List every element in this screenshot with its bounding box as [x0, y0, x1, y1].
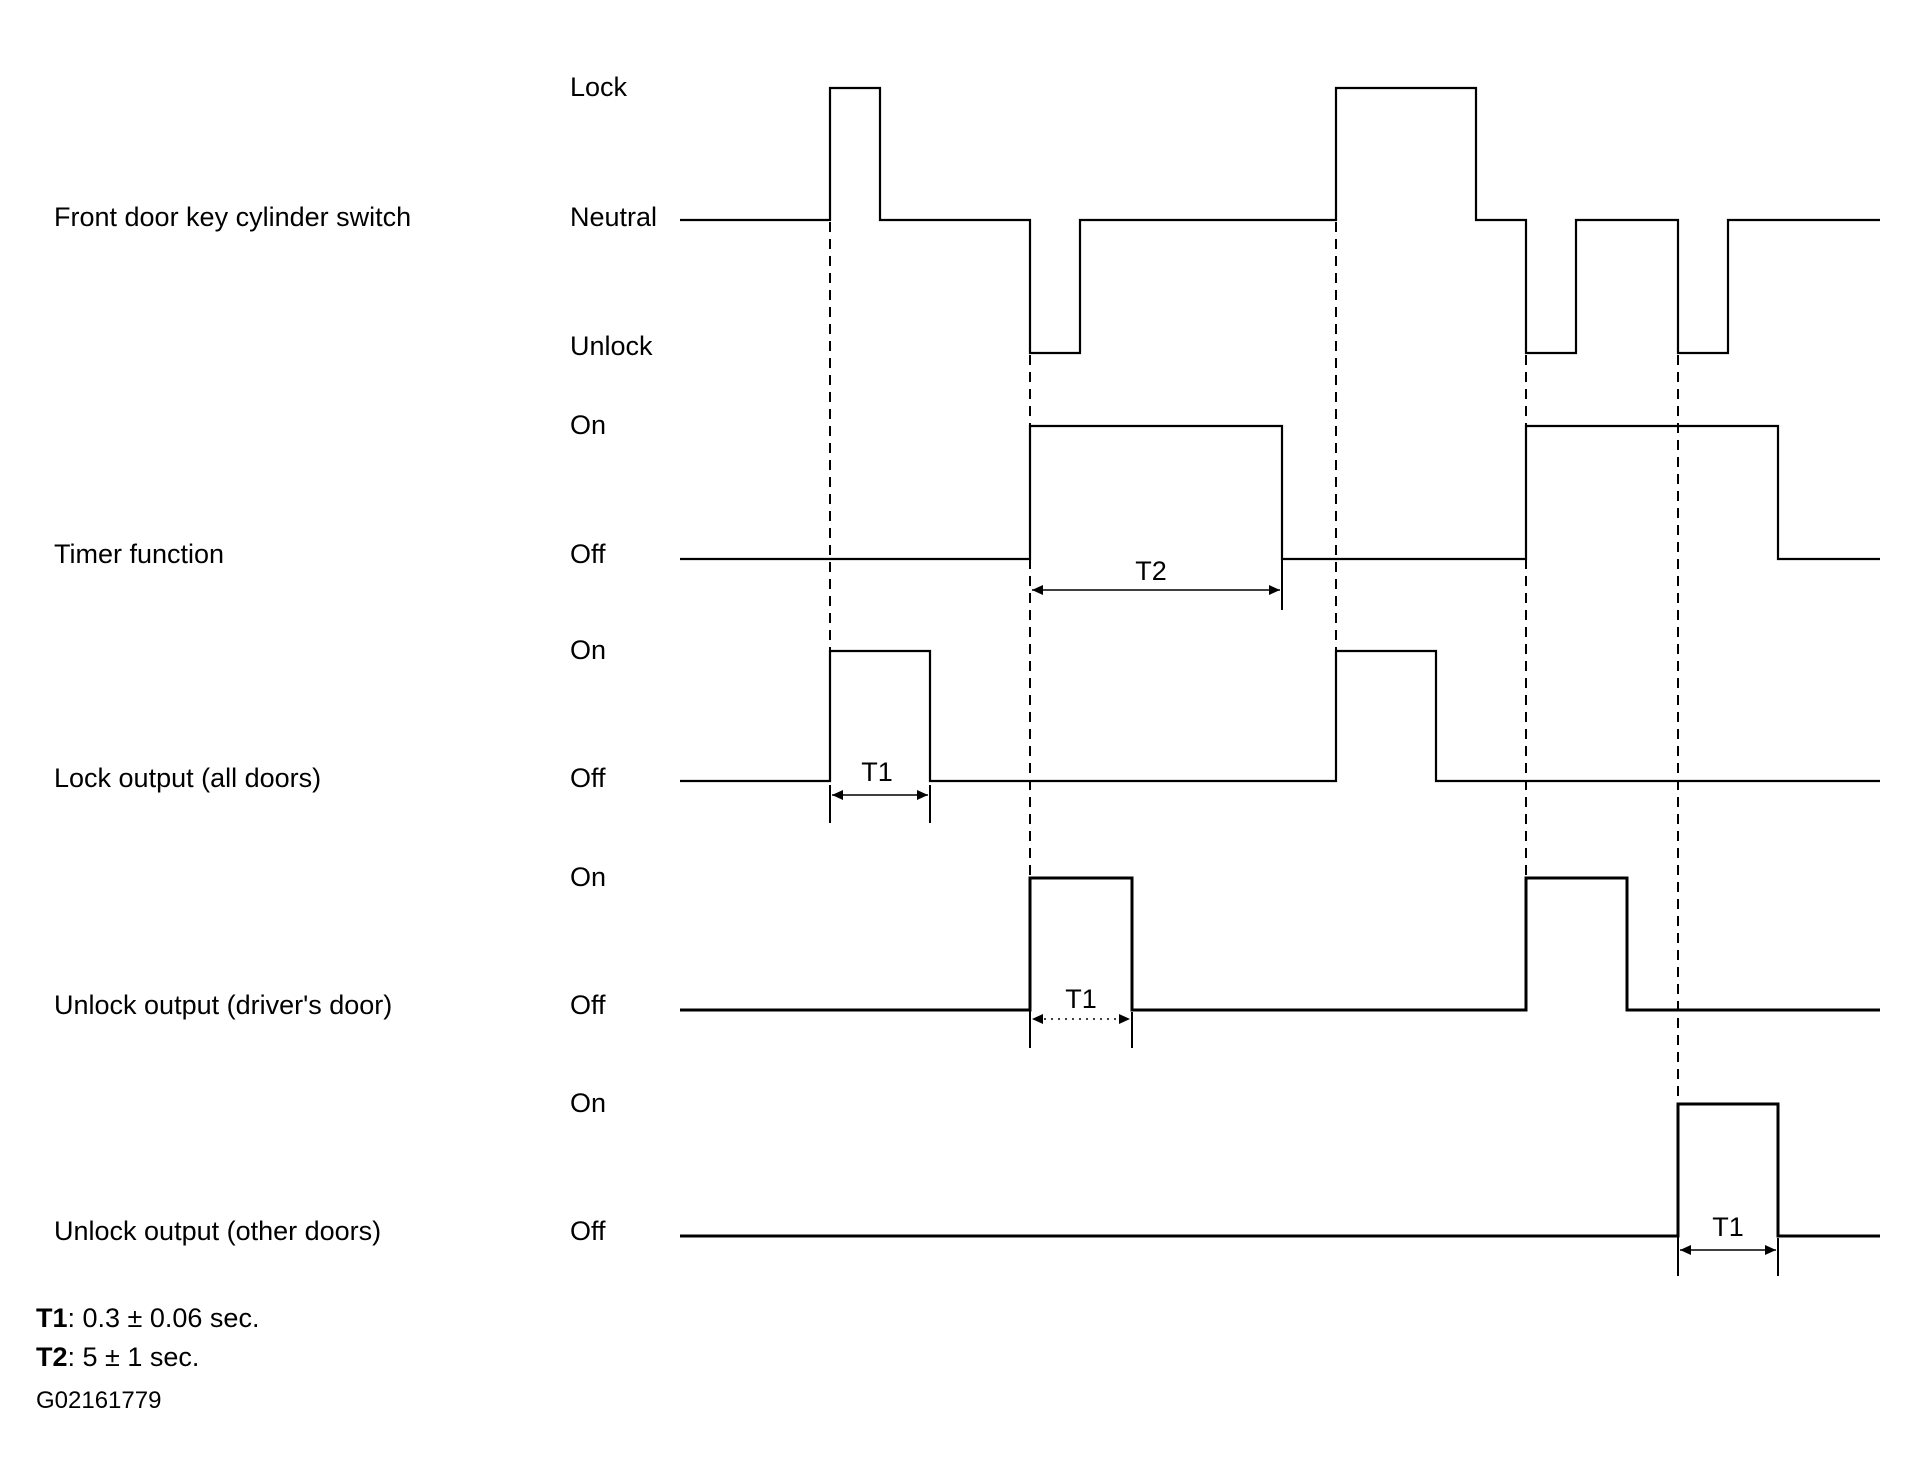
state-label-driver-unlock-on: On [570, 862, 606, 892]
interval-marker-other-unlock-t1: T1 [1677, 1212, 1779, 1276]
interval-label-driver-unlock-t1: T1 [1065, 984, 1097, 1014]
signal-name-key-cylinder-switch: Front door key cylinder switch [54, 202, 411, 232]
interval-marker-driver-unlock-t1: T1 [1029, 984, 1133, 1048]
note-t1-key: T1 [36, 1303, 68, 1333]
interval-label-other-unlock-t1: T1 [1712, 1212, 1744, 1242]
note-t1: T1: 0.3 ± 0.06 sec. [36, 1303, 259, 1333]
state-label-lock-output-off: Off [570, 763, 606, 793]
waveform-unlock-output-driver [680, 876, 1880, 1012]
note-t2-value: : 5 ± 1 sec. [68, 1342, 200, 1372]
signal-name-lock-output: Lock output (all doors) [54, 763, 321, 793]
waveform-timer-function [680, 424, 1880, 561]
state-label-other-unlock-on: On [570, 1088, 606, 1118]
signal-name-unlock-output-other: Unlock output (other doors) [54, 1216, 381, 1246]
note-t1-value: : 0.3 ± 0.06 sec. [68, 1303, 260, 1333]
signal-name-unlock-output-driver: Unlock output (driver's door) [54, 990, 392, 1020]
note-t2: T2: 5 ± 1 sec. [36, 1342, 199, 1372]
waveform-lock-output [680, 649, 1880, 783]
waveform-unlock-output-other [680, 1102, 1880, 1238]
state-label-neutral: Neutral [570, 202, 657, 232]
state-label-lock: Lock [570, 72, 628, 102]
waveform-key-cylinder-switch [680, 86, 1880, 355]
note-t2-key: T2 [36, 1342, 68, 1372]
state-label-unlock: Unlock [570, 331, 653, 361]
figure-code: G02161779 [36, 1387, 161, 1414]
state-label-driver-unlock-off: Off [570, 990, 606, 1020]
state-label-other-unlock-off: Off [570, 1216, 606, 1246]
interval-label-lock-output-t1: T1 [861, 757, 893, 787]
state-label-timer-on: On [570, 410, 606, 440]
interval-marker-timer-t2: T2 [1032, 556, 1283, 610]
interval-marker-lock-output-t1: T1 [829, 757, 931, 823]
state-label-timer-off: Off [570, 539, 606, 569]
signal-name-timer-function: Timer function [54, 539, 224, 569]
state-label-lock-output-on: On [570, 635, 606, 665]
interval-label-timer-t2: T2 [1135, 556, 1167, 586]
